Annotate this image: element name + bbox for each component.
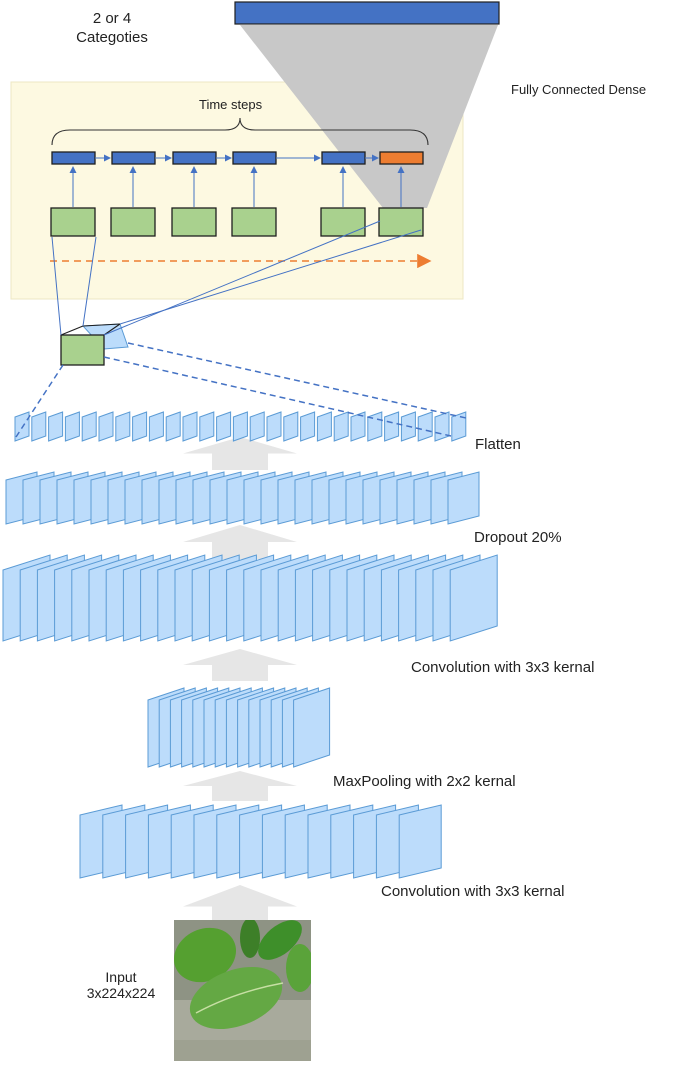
time-steps-bracket bbox=[51, 117, 429, 146]
input-leaf-image bbox=[174, 920, 311, 1061]
feature-map bbox=[64, 411, 80, 442]
output-categories-line-2: Categoties bbox=[76, 29, 148, 46]
feature-map bbox=[449, 554, 498, 642]
rnn-cell-final bbox=[379, 151, 424, 165]
rnn-cell bbox=[51, 151, 96, 165]
up-arrow-5 bbox=[183, 437, 297, 470]
feature-map bbox=[182, 411, 198, 442]
feature-connector-line bbox=[82, 236, 97, 327]
fully-connected-label: Fully Connected Dense bbox=[511, 82, 647, 97]
feature-vector-box bbox=[320, 207, 366, 237]
feature-map bbox=[216, 411, 232, 442]
up-arrow-2 bbox=[183, 771, 297, 801]
feature-map bbox=[81, 411, 97, 442]
rnn-cell bbox=[111, 151, 156, 165]
input-label: Input 3x224x224 bbox=[76, 969, 166, 1001]
feature-map bbox=[417, 411, 433, 442]
input-label-line-1: Input bbox=[105, 969, 137, 985]
up-arrow-3 bbox=[183, 649, 297, 681]
feature-map bbox=[300, 411, 316, 442]
feature-vector-box bbox=[50, 207, 96, 237]
feature-map bbox=[384, 411, 400, 442]
feature-map bbox=[115, 411, 131, 442]
feature-vector-box bbox=[171, 207, 217, 237]
feature-cube-front bbox=[60, 334, 105, 366]
feature-connector-line bbox=[119, 229, 422, 325]
flatten-stack bbox=[14, 411, 467, 442]
dropout-label: Dropout 20% bbox=[474, 529, 562, 546]
feature-map bbox=[350, 411, 366, 442]
feature-map bbox=[451, 411, 467, 442]
feature-map bbox=[98, 411, 114, 442]
leaf-shape bbox=[240, 920, 260, 958]
feature-map bbox=[367, 411, 383, 442]
feature-map bbox=[165, 411, 181, 442]
fully-connected-funnel bbox=[240, 25, 498, 208]
feature-cube-edge bbox=[103, 323, 121, 336]
conv2-label: Convolution with 3x3 kernal bbox=[411, 659, 595, 676]
maxpool-label: MaxPooling with 2x2 kernal bbox=[333, 773, 516, 790]
flatten-connector-line bbox=[15, 364, 64, 438]
input-label-line-2: 3x224x224 bbox=[86, 985, 156, 1001]
feature-map bbox=[398, 804, 442, 879]
dropout-stack bbox=[5, 471, 480, 525]
output-categories-line-1: 2 or 4 bbox=[92, 10, 132, 27]
feature-map bbox=[249, 411, 265, 442]
rnn-cell bbox=[232, 151, 277, 165]
rnn-cell bbox=[172, 151, 217, 165]
feature-map bbox=[266, 411, 282, 442]
output-categories-label: 2 or 4 Categoties bbox=[62, 9, 162, 47]
feature-map bbox=[232, 411, 248, 442]
leaf-shape bbox=[258, 920, 302, 960]
conv2-stack bbox=[2, 554, 498, 642]
feature-connector-line bbox=[103, 220, 381, 336]
feature-map bbox=[48, 411, 64, 442]
feature-connector-line bbox=[51, 236, 62, 336]
feature-map bbox=[447, 471, 480, 525]
feature-map bbox=[31, 411, 47, 442]
leaf-shape bbox=[286, 944, 311, 992]
conv1-label: Convolution with 3x3 kernal bbox=[381, 883, 565, 900]
feature-vector-box bbox=[231, 207, 277, 237]
feature-cube-edge bbox=[82, 323, 121, 327]
flatten-connector-line bbox=[127, 342, 467, 419]
feature-map bbox=[316, 411, 332, 442]
feature-vector-box bbox=[110, 207, 156, 237]
feature-map bbox=[132, 411, 148, 442]
leaf-vein bbox=[195, 982, 284, 1014]
feature-map bbox=[283, 411, 299, 442]
rnn-cell bbox=[321, 151, 366, 165]
feature-map bbox=[199, 411, 215, 442]
leaf-photo-soil bbox=[174, 1040, 311, 1061]
output-dense-bar bbox=[234, 1, 500, 25]
feature-map bbox=[293, 687, 331, 768]
flatten-label: Flatten bbox=[475, 436, 521, 453]
up-arrow-4 bbox=[183, 525, 297, 559]
maxpool-stack bbox=[147, 687, 331, 768]
feature-cube-edge bbox=[60, 325, 84, 336]
time-steps-label: Time steps bbox=[199, 97, 263, 112]
conv1-stack bbox=[79, 804, 442, 879]
feature-map bbox=[333, 411, 349, 442]
leaf-shape bbox=[174, 927, 237, 983]
leaf-shape bbox=[189, 966, 283, 1030]
feature-map bbox=[148, 411, 164, 442]
feature-map bbox=[434, 411, 450, 442]
up-arrow-1 bbox=[183, 885, 297, 928]
